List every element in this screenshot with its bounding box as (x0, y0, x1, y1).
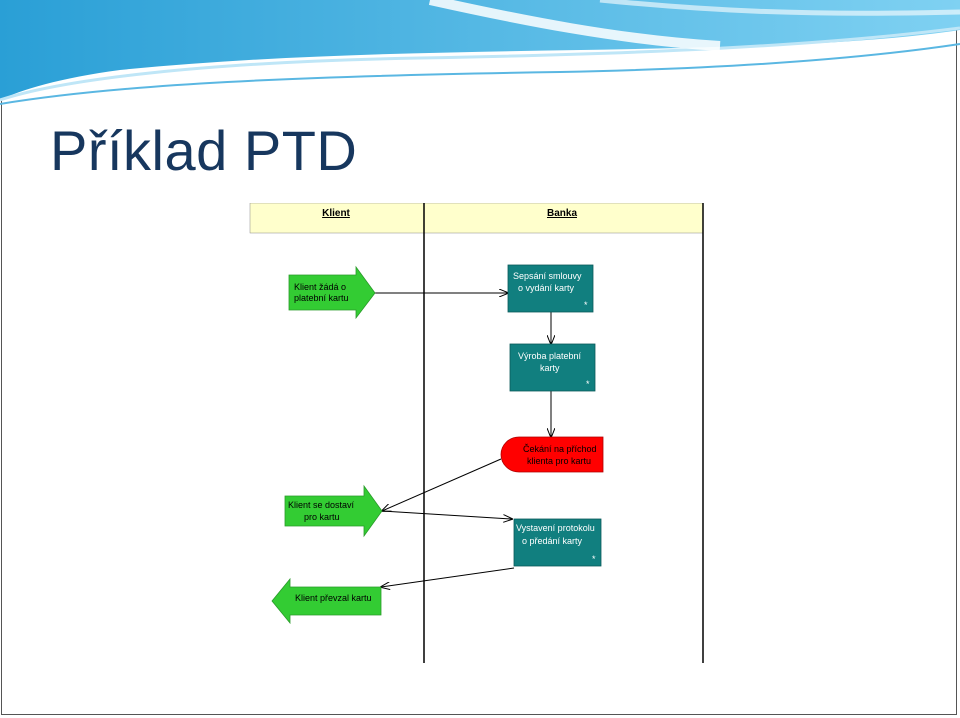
lane-bank-label: Banka (547, 208, 577, 219)
node-client-arrives: Klient se dostaví pro kartu (284, 484, 383, 538)
edge-n6-n7 (381, 567, 515, 587)
node-client-received-card: Klient převzal kartu (271, 577, 382, 625)
node-label-line: Klient žádá o (294, 282, 346, 292)
header-wave-decoration (0, 0, 960, 105)
process-diagram: Klient Banka Klient žádá o platební kart… (249, 203, 704, 663)
node-client-requests-card: Klient žádá o platební kartu (288, 265, 376, 320)
node-card-production: Výroba platební karty * (509, 343, 596, 392)
edge-n5-n6 (381, 510, 512, 519)
node-label-line: klienta pro kartu (527, 456, 591, 466)
node-marker: * (586, 379, 590, 389)
node-label-line: Výroba platební (518, 351, 582, 361)
lane-header (249, 203, 704, 234)
node-marker: * (592, 554, 596, 564)
node-label-line: Vystavení protokolu (516, 523, 595, 533)
node-marker: * (584, 300, 588, 310)
edge-n4-n5 (382, 458, 502, 511)
node-label-line: pro kartu (304, 512, 340, 522)
slide-title: Příklad PTD (50, 119, 358, 182)
node-label-line: platební kartu (294, 293, 349, 303)
node-label-line: Klient převzal kartu (295, 593, 372, 603)
node-label-line: o předání karty (522, 536, 583, 546)
node-label-line: Sepsání smlouvy (513, 271, 582, 281)
node-label-line: Čekání na příchod (523, 444, 597, 454)
node-label-line: karty (540, 363, 560, 373)
node-handover-protocol: Vystavení protokolu o předání karty * (513, 518, 602, 567)
node-label-line: Klient se dostaví (288, 500, 355, 510)
node-waiting-for-client: Čekání na příchod klienta pro kartu (500, 436, 604, 473)
node-label-line: o vydání karty (518, 283, 575, 293)
node-contract-signing: Sepsání smlouvy o vydání karty * (507, 264, 594, 313)
lane-client-label: Klient (322, 208, 350, 219)
